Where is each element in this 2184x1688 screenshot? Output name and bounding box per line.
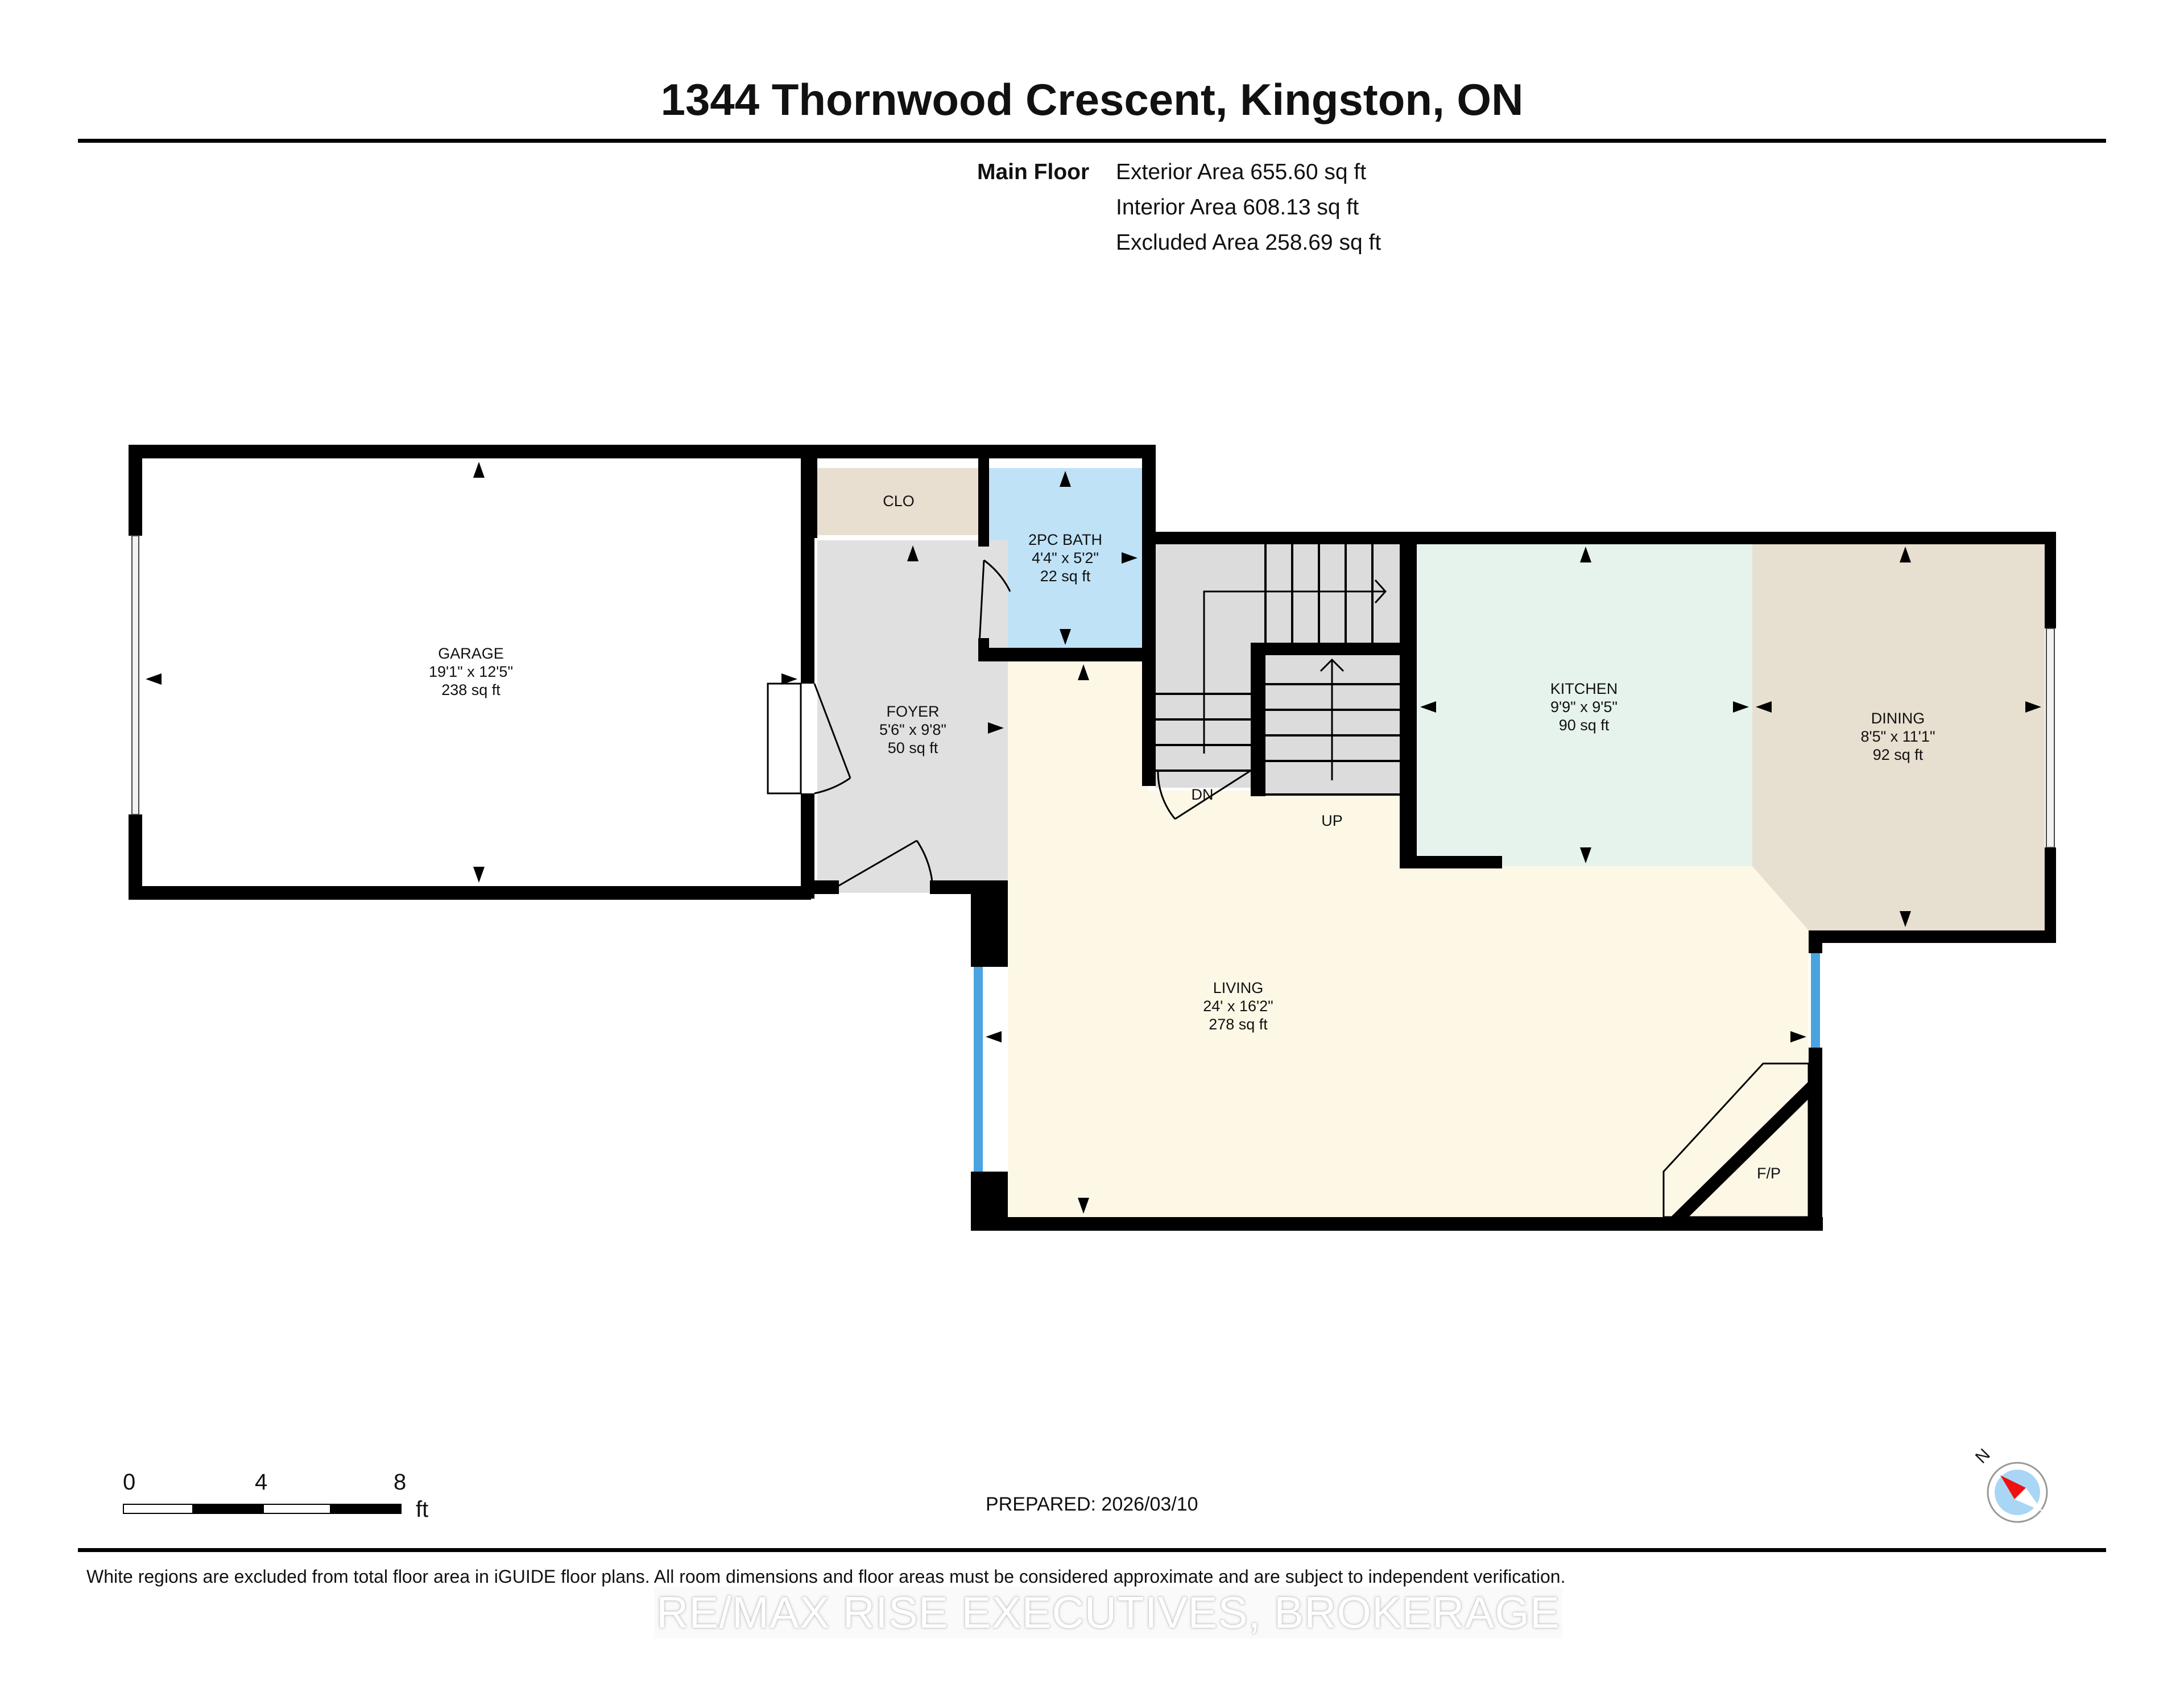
walls bbox=[129, 445, 2056, 1231]
page-title: 1344 Thornwood Crescent, Kingston, ON bbox=[660, 75, 1524, 125]
room-garage bbox=[141, 458, 801, 886]
disclaimer-text: White regions are excluded from total fl… bbox=[86, 1566, 1566, 1587]
window-living-left bbox=[974, 967, 983, 1172]
room-label-dining: DINING 8'5" x 11'1" 92 sq ft bbox=[1860, 710, 1935, 763]
prepared-date: PREPARED: 2026/03/10 bbox=[986, 1493, 1198, 1515]
svg-text:22 sq ft: 22 sq ft bbox=[1040, 568, 1091, 585]
svg-text:8'5" x 11'1": 8'5" x 11'1" bbox=[1860, 728, 1935, 745]
svg-text:CLO: CLO bbox=[883, 493, 915, 510]
svg-text:GARAGE: GARAGE bbox=[438, 645, 504, 662]
room-label-bath: 2PC BATH 4'4" x 5'2" 22 sq ft bbox=[1028, 531, 1102, 585]
room-label-kitchen: KITCHEN 9'9" x 9'5" 90 sq ft bbox=[1550, 680, 1618, 734]
room-dining bbox=[1752, 543, 2045, 930]
window-garage bbox=[131, 535, 139, 815]
room-kitchen bbox=[1417, 543, 1752, 866]
floor-label: Main Floor bbox=[977, 160, 1090, 184]
exterior-area: Exterior Area 655.60 sq ft bbox=[1116, 160, 1367, 184]
scale-tick-0: 0 bbox=[123, 1470, 136, 1495]
fireplace bbox=[1662, 1062, 1820, 1226]
svg-text:19'1" x 12'5": 19'1" x 12'5" bbox=[429, 663, 513, 680]
svg-text:9'9" x 9'5": 9'9" x 9'5" bbox=[1550, 698, 1618, 715]
room-clo bbox=[817, 468, 978, 535]
svg-text:N: N bbox=[1972, 1445, 1994, 1467]
window-living-right bbox=[1811, 953, 1820, 1048]
stairs-up-label: UP bbox=[1321, 812, 1343, 829]
brokerage-watermark: RE/MAX RISE EXECUTIVES, BROKERAGE bbox=[654, 1587, 1563, 1639]
room-label-foyer: FOYER 5'6" x 9'8" 50 sq ft bbox=[879, 703, 946, 756]
dimension-markers bbox=[146, 462, 2041, 1214]
room-foyer bbox=[817, 540, 1008, 893]
excluded-area: Excluded Area 258.69 sq ft bbox=[1116, 230, 1381, 255]
svg-text:4'4" x 5'2": 4'4" x 5'2" bbox=[1032, 549, 1099, 566]
interior-area: Interior Area 608.13 sq ft bbox=[1116, 195, 1359, 220]
scale-unit: ft bbox=[416, 1497, 429, 1522]
svg-text:238 sq ft: 238 sq ft bbox=[441, 681, 500, 698]
svg-text:50 sq ft: 50 sq ft bbox=[888, 739, 938, 756]
svg-text:24' x 16'2": 24' x 16'2" bbox=[1203, 998, 1273, 1015]
doors bbox=[767, 559, 1251, 888]
room-living bbox=[1008, 661, 1809, 1223]
scale-tick-8: 8 bbox=[394, 1470, 407, 1495]
svg-text:90 sq ft: 90 sq ft bbox=[1559, 717, 1610, 734]
svg-text:FOYER: FOYER bbox=[886, 703, 939, 720]
header-divider bbox=[78, 139, 2106, 143]
svg-text:KITCHEN: KITCHEN bbox=[1550, 680, 1618, 697]
room-bath bbox=[989, 468, 1142, 648]
fireplace-label: F/P bbox=[1757, 1165, 1781, 1182]
room-label-clo: CLO bbox=[883, 493, 915, 510]
compass-icon: N bbox=[1969, 1443, 2054, 1523]
svg-text:DINING: DINING bbox=[1871, 710, 1925, 727]
stairs-down-label: DN bbox=[1192, 786, 1214, 803]
room-label-garage: GARAGE 19'1" x 12'5" 238 sq ft bbox=[429, 645, 513, 698]
room-label-living: LIVING 24' x 16'2" 278 sq ft bbox=[1203, 979, 1273, 1033]
footer-divider bbox=[78, 1548, 2106, 1552]
svg-text:2PC BATH: 2PC BATH bbox=[1028, 531, 1102, 548]
svg-text:278 sq ft: 278 sq ft bbox=[1209, 1016, 1268, 1033]
svg-text:LIVING: LIVING bbox=[1213, 979, 1264, 996]
svg-text:92 sq ft: 92 sq ft bbox=[1873, 746, 1924, 763]
stairs bbox=[1155, 543, 1400, 796]
svg-text:5'6" x 9'8": 5'6" x 9'8" bbox=[879, 721, 946, 738]
window-dining bbox=[2046, 628, 2055, 848]
scale-tick-4: 4 bbox=[255, 1470, 268, 1495]
